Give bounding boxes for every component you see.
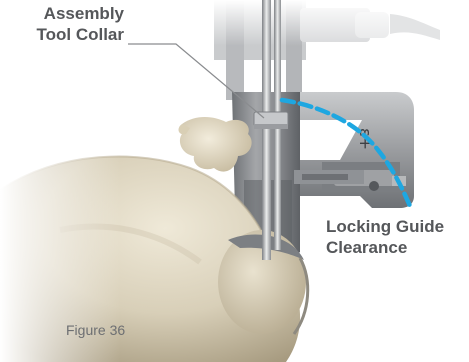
figure-caption: Figure 36 — [66, 321, 125, 339]
instrument-upper-frame — [214, 0, 440, 100]
collar-label-line2: Tool Collar — [6, 24, 124, 45]
locking-guide-arm: ε+ — [282, 92, 414, 208]
locking-label-line1: Locking Guide — [326, 216, 444, 237]
assembly-tool-collar-label: Assembly Tool Collar — [6, 3, 124, 45]
locking-guide-clearance-label: Locking Guide Clearance — [326, 216, 444, 258]
instrument-slider-bar — [294, 170, 364, 184]
collar-label-line1: Assembly — [6, 3, 124, 24]
locking-label-line2: Clearance — [326, 237, 444, 258]
